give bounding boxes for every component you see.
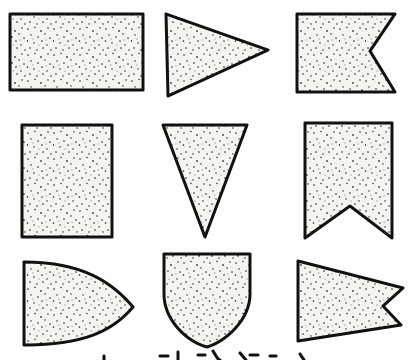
rectangle-flag-shape <box>10 14 143 90</box>
rounded-pennant-shape <box>24 262 133 345</box>
triangle-pendant-shape <box>163 125 247 237</box>
swallowtail-flag-shape <box>297 14 395 92</box>
rectangle-banner-shape <box>22 125 112 237</box>
pennant-shape <box>166 14 268 96</box>
swallowtail-banner-shape <box>305 123 392 238</box>
swallowtail-pennant-shape <box>298 261 403 341</box>
cropped-caption-strokes <box>104 351 304 360</box>
shield-shape <box>164 254 250 347</box>
